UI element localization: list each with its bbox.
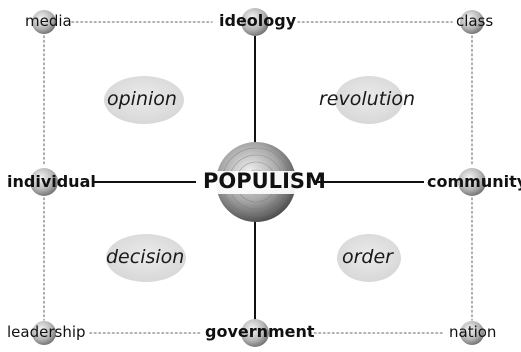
node-label-class: class xyxy=(456,12,494,30)
decision-ellipse xyxy=(106,234,186,282)
node-label-leadership: leadership xyxy=(7,323,86,341)
concept-decision: decision xyxy=(106,246,185,268)
cross-lines xyxy=(94,36,424,320)
order-ellipse xyxy=(337,234,401,282)
individual-orb xyxy=(30,168,58,196)
concept-opinion: opinion xyxy=(107,88,177,110)
node-label-media: media xyxy=(25,12,72,30)
ideology-orb xyxy=(241,8,269,36)
government-orb xyxy=(241,319,269,347)
node-label-individual: individual xyxy=(7,172,96,191)
quadrant-ellipses xyxy=(104,76,403,282)
concept-revolution: revolution xyxy=(319,88,416,110)
node-label-community: community xyxy=(427,172,521,191)
class-orb xyxy=(460,10,484,34)
community-orb xyxy=(458,168,486,196)
populism-label-backdrop xyxy=(197,171,315,194)
concept-order: order xyxy=(342,246,393,268)
populism-sphere xyxy=(197,142,315,222)
opinion-ellipse xyxy=(104,76,184,124)
node-label-ideology: ideology xyxy=(219,11,297,30)
dotted-frame xyxy=(43,21,473,334)
leadership-orb xyxy=(32,321,56,345)
nation-orb xyxy=(460,321,484,345)
node-orbs xyxy=(30,8,486,347)
center-label-populism: POPULISM xyxy=(203,169,326,193)
media-orb xyxy=(32,10,56,34)
revolution-ellipse xyxy=(335,76,403,124)
node-label-nation: nation xyxy=(449,323,497,341)
node-label-government: government xyxy=(205,322,315,341)
